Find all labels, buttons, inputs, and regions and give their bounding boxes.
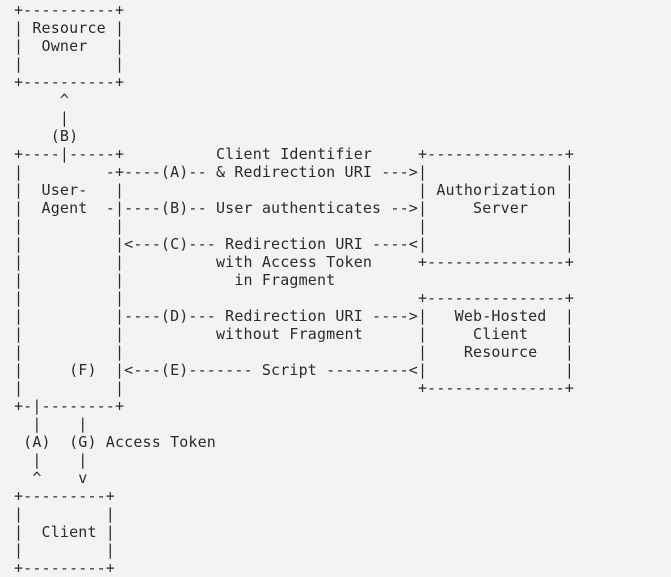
- resource-owner-box-spacer: | |: [14, 55, 125, 73]
- client-box-bottom: +---------+: [14, 559, 115, 577]
- web-hosted-resource-label-line: | | | Resource |: [14, 343, 575, 361]
- user-agent-label-line-1: | User- | | Authorization |: [14, 181, 575, 199]
- step-d-without-fragment-line: | | without Fragment | Client |: [14, 325, 575, 343]
- step-d-redirection-line: | |----(D)--- Redirection URI ---->| Web…: [14, 307, 575, 325]
- user-agent-box-bottom: +-|--------+: [14, 397, 125, 415]
- step-a-and-g-access-token-label: (A) (G) Access Token: [14, 433, 216, 451]
- authorization-server-spacer: | | | |: [14, 217, 575, 235]
- step-b-authentication-line: | Agent -|----(B)-- User authenticates -…: [14, 199, 575, 217]
- ascii-flow-text: +----------+| Resource || Owner || |+---…: [14, 1, 574, 577]
- client-box-top: +---------+: [14, 487, 115, 505]
- web-hosted-resource-bottom: | | +---------------+: [14, 379, 575, 397]
- client-box-spacer-bottom: | |: [14, 541, 115, 559]
- agent-client-arrowheads: ^ v: [14, 469, 88, 487]
- resource-owner-box-bottom: +----------+: [14, 73, 125, 91]
- step-c-access-token-line: | | with Access Token +---------------+: [14, 253, 575, 271]
- agent-and-authorization-server-top: +----|-----+ Client Identifier +--------…: [14, 145, 575, 163]
- step-e-script-line: | (F) |<---(E)------- Script ---------<|…: [14, 361, 575, 379]
- step-c-redirection-line: | |<---(C)--- Redirection URI ----<| |: [14, 235, 575, 253]
- owner-to-agent-connector: |: [14, 109, 70, 127]
- step-c-fragment-line: | | in Fragment: [14, 271, 336, 289]
- agent-client-connectors-middle: | |: [14, 451, 88, 469]
- resource-owner-label-line-1: | Resource |: [14, 19, 125, 37]
- step-a-request-line: | -+----(A)-- & Redirection URI --->| |: [14, 163, 575, 181]
- client-label-line: | Client |: [14, 523, 115, 541]
- owner-to-agent-arrowhead: ^: [14, 91, 70, 109]
- resource-owner-label-line-2: | Owner |: [14, 37, 125, 55]
- agent-client-connectors-top: | |: [14, 415, 88, 433]
- web-hosted-resource-top: | | +---------------+: [14, 289, 575, 307]
- step-b-owner-label: (B): [14, 127, 79, 145]
- client-box-spacer-top: | |: [14, 505, 115, 523]
- resource-owner-box-top: +----------+: [14, 1, 125, 19]
